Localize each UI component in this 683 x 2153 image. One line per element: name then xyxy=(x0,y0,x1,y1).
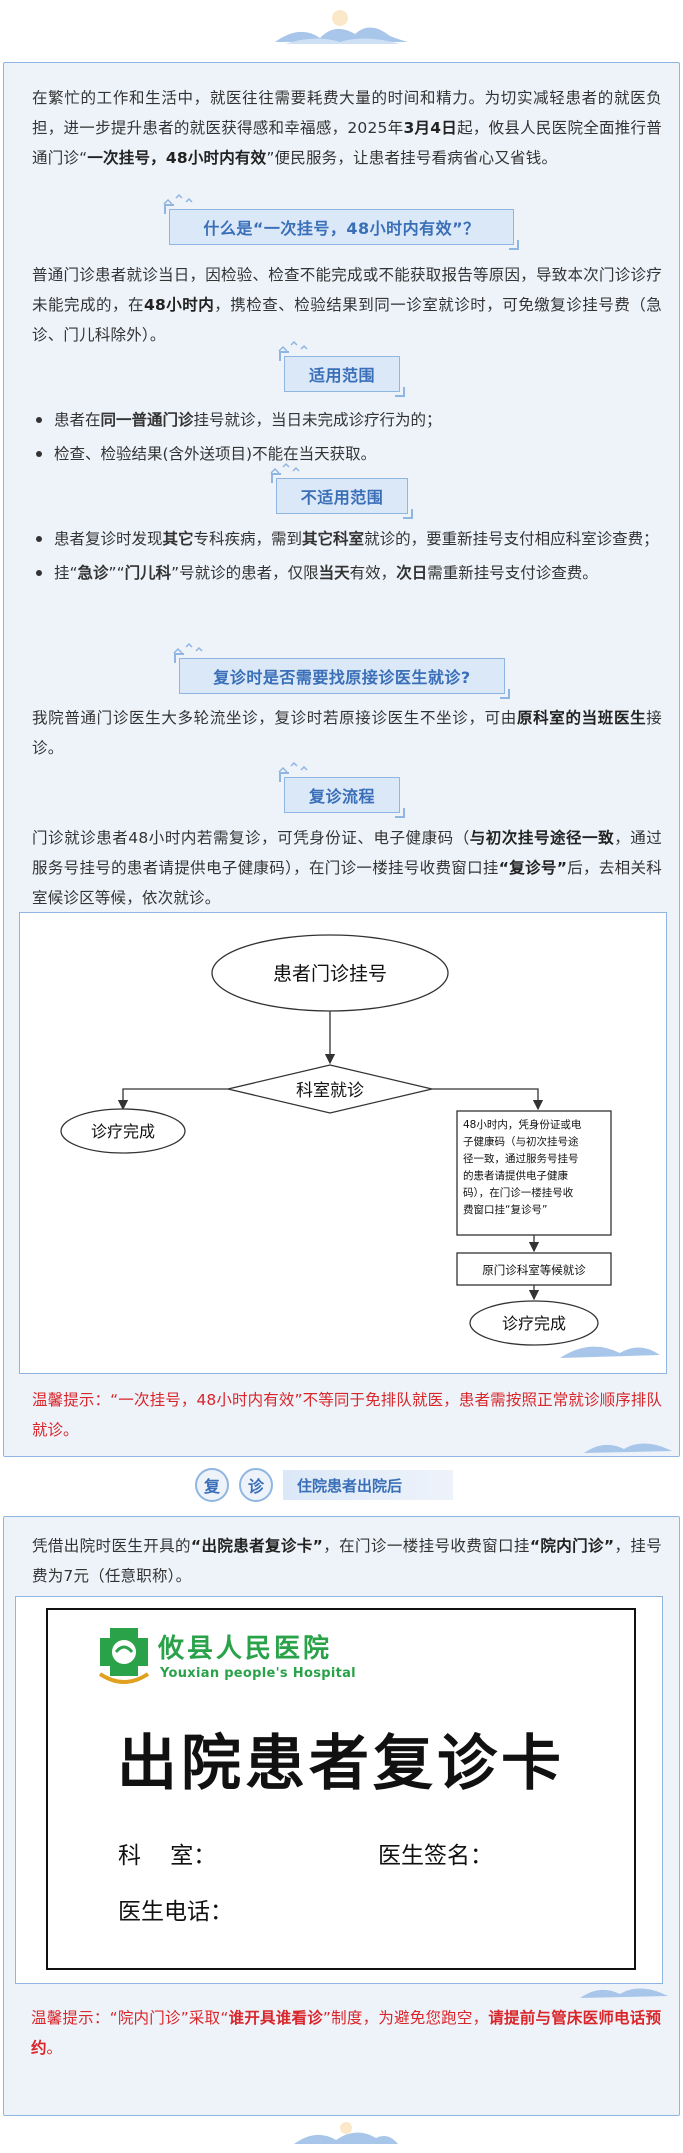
banner-char-1: 复 xyxy=(195,1468,229,1502)
birds-icon xyxy=(270,462,300,474)
flow-start-label: 患者门诊挂号 xyxy=(273,963,387,985)
flowchart: 患者门诊挂号 科室就诊 诊疗完成 48小时内，凭身份证或电子健康码（与初次挂号途… xyxy=(60,934,660,1358)
birds-icon xyxy=(278,761,308,773)
flow-note-line: 码），在门诊一楼挂号收 xyxy=(463,1186,574,1199)
intro-paragraph: 在繁忙的工作和生活中，就医往往需要耗费大量的时间和精力。为切实减轻患者的就医负担… xyxy=(32,89,662,167)
card-field-sign: 医生签名： xyxy=(378,1843,493,1869)
birds-icon xyxy=(278,340,308,352)
mountain-cloud-icon xyxy=(580,1988,668,1998)
card-hospital-name: 攸县人民医院 xyxy=(158,1634,333,1664)
banner-label: 住院患者出院后 xyxy=(283,1470,453,1500)
followup-card-image: 攸县人民医院 Youxian people's Hospital 出院患者复诊卡… xyxy=(46,1608,636,1970)
mountain-cloud-icon xyxy=(275,10,408,44)
flow-wait-node xyxy=(456,1252,612,1286)
flow-note-line: 子健康码（与初次挂号途 xyxy=(463,1135,579,1148)
process-paragraph: 门诊就诊患者48小时内若需复诊，可凭身份证、电子健康码（与初次挂号途径一致，通过… xyxy=(32,829,663,907)
flowchart-container: 患者门诊挂号 科室就诊 诊疗完成 48小时内，凭身份证或电子健康码（与初次挂号途… xyxy=(19,912,667,1374)
mountain-cloud-icon xyxy=(560,1346,660,1358)
card-field-phone: 医生电话： xyxy=(118,1899,233,1925)
flow-note-line: 48小时内，凭身份证或电 xyxy=(463,1118,582,1131)
flow-right-end-node xyxy=(469,1300,599,1346)
doctor-paragraph: 我院普通门诊医生大多轮流坐诊，复诊时若原接诊医生不坐诊，可由原科室的当班医生接诊… xyxy=(32,709,662,757)
card-field-dept: 科 室： xyxy=(118,1843,217,1869)
list-item: 患者复诊时发现其它专科疾病，需到其它科室就诊的，要重新挂号支付相应科室诊查费； xyxy=(32,524,662,554)
section-banner: 复 诊 住院患者出院后 xyxy=(195,1464,495,1506)
mountain-cloud-icon xyxy=(584,1443,672,1453)
list-item: 检查、检验结果(含外送项目)不能在当天获取。 xyxy=(32,439,662,469)
flow-left-end-node xyxy=(60,1108,186,1154)
flow-note-line: 径一致，通过服务号挂号 xyxy=(463,1152,579,1165)
hospital-logo-icon xyxy=(98,1628,150,1684)
tip-two: 温馨提示：“院内门诊”采取“谁开具谁看诊”制度，为避免您跑空，请提前与管床医师电… xyxy=(31,2009,661,2057)
tip-one: 温馨提示：“一次挂号，48小时内有效”不等同于免排队就医，患者需按照正常就诊顺序… xyxy=(32,1391,662,1439)
what-paragraph: 普通门诊患者就诊当日，因检验、检查不能完成或不能获取报告等原因，导致本次门诊诊疗… xyxy=(32,266,663,344)
card-title: 出院患者复诊卡 xyxy=(117,1729,565,1799)
section-title-doctor: 复诊时是否需要找原接诊医生就诊? xyxy=(173,642,510,699)
list-item: 患者在同一普通门诊挂号就诊，当日未完成诊疗行为的； xyxy=(32,405,662,435)
scope-list: 患者在同一普通门诊挂号就诊，当日未完成诊疗行为的； 检查、检验结果(含外送项目)… xyxy=(32,405,662,473)
flow-left-end-label: 诊疗完成 xyxy=(91,1122,155,1141)
policy-panel: 在繁忙的工作和生活中，就医往往需要耗费大量的时间和精力。为切实减轻患者的就医负担… xyxy=(3,62,680,1457)
inpatient-paragraph: 凭借出院时医生开具的“出院患者复诊卡”，在门诊一楼挂号收费窗口挂“院内门诊”，挂… xyxy=(32,1537,662,1585)
mountain-cloud-icon xyxy=(294,2122,398,2144)
top-decoration xyxy=(0,0,683,62)
section-title-what: 什么是“一次挂号，48小时内有效”？ xyxy=(163,193,519,250)
list-item: 挂“急诊”“门儿科”号就诊的患者，仅限当天有效，次日需重新挂号支付诊查费。 xyxy=(32,558,662,588)
flow-wait-label: 原门诊科室等候就诊 xyxy=(482,1263,586,1277)
birds-icon xyxy=(173,642,203,654)
flow-decision-label: 科室就诊 xyxy=(296,1081,364,1101)
flow-decision-node xyxy=(227,1064,433,1114)
birds-icon xyxy=(163,193,193,205)
banner-char-2: 诊 xyxy=(239,1468,273,1502)
not-scope-list: 患者复诊时发现其它专科疾病，需到其它科室就诊的，要重新挂号支付相应科室诊查费； … xyxy=(32,524,662,592)
flow-note-line: 的患者请提供电子健康 xyxy=(463,1169,568,1182)
flow-note-text: 48小时内，凭身份证或电子健康码（与初次挂号途径一致，通过服务号挂号的患者请提供… xyxy=(463,1118,582,1216)
flow-note-line: 费窗口挂“复诊号” xyxy=(463,1203,547,1216)
card-hospital-name-en: Youxian people's Hospital xyxy=(160,1666,356,1681)
section-title-process: 复诊流程 xyxy=(278,761,405,818)
flow-right-end-label: 诊疗完成 xyxy=(502,1314,566,1333)
section-title-not-scope: 不适用范围 xyxy=(270,462,413,519)
section-title-scope: 适用范围 xyxy=(278,340,405,397)
